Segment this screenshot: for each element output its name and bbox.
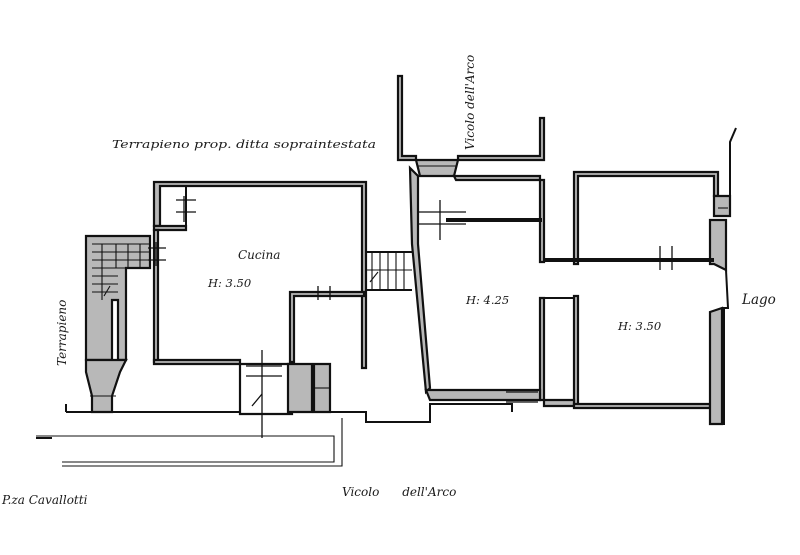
cucina-room xyxy=(148,180,368,370)
terrapieno-left-label: Terrapieno xyxy=(55,300,69,366)
vicolo-bottom-label: Vicolo dell'Arco xyxy=(342,485,456,499)
vicolo-top-label: Vicolo dell'Arco xyxy=(463,55,477,150)
terrapieno-top-label: Terrapieno prop. ditta sopraintestata xyxy=(112,137,376,151)
link-stair xyxy=(366,251,412,291)
lago-label: Lago xyxy=(741,292,776,308)
piazza-label: P.za Cavallotti xyxy=(1,493,88,507)
right-height-label: H: 3.50 xyxy=(617,319,661,333)
right-room xyxy=(542,127,737,426)
cucina-height-label: H: 3.50 xyxy=(207,276,251,290)
central-height-label: H: 4.25 xyxy=(465,293,509,307)
middle-lower-block xyxy=(36,350,513,467)
left-stair-block xyxy=(65,234,240,414)
cucina-label: Cucina xyxy=(238,248,280,262)
